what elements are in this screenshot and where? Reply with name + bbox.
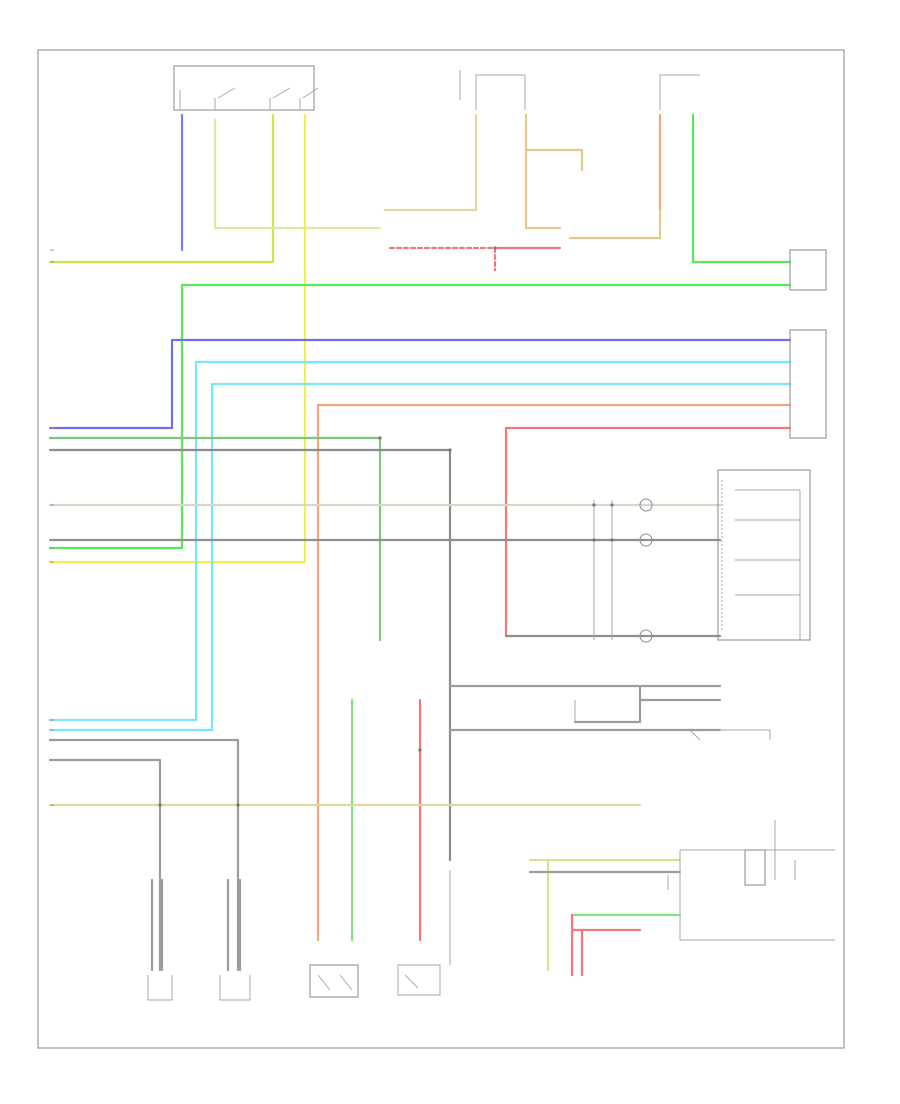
wire-cyan-2: [48, 382, 792, 732]
diagram-frame: [37, 49, 845, 1049]
connector-mid-right: [789, 329, 827, 439]
top-switch-right-assembly: [459, 70, 700, 110]
wire-pale-top: [213, 118, 382, 230]
stop-lamp-area: [574, 700, 771, 741]
wire-tan-right: [524, 113, 584, 230]
wire-grey-turbine: [48, 738, 240, 972]
wire-red-meter: [570, 913, 642, 977]
connector-circle-1: [639, 498, 653, 512]
front-wheel-sensor: [147, 878, 173, 1001]
wire-red-right: [504, 426, 792, 638]
wire-pale-green-meter: [528, 858, 682, 972]
connector-top-right: [789, 249, 827, 291]
wire-green-top-right: [691, 113, 792, 264]
cruise-control-switch: [593, 469, 811, 643]
wire-grey-lower-right: [448, 684, 722, 724]
wire-green-long: [48, 283, 792, 550]
wire-yellow-green-top: [48, 113, 275, 264]
wire-orange-long: [316, 403, 792, 942]
combination-meter: [667, 820, 835, 941]
counter-shaft-sensor: [397, 870, 451, 996]
wire-tan-upper: [383, 113, 478, 212]
top-switch-assembly: [173, 65, 319, 111]
connector-circle-3: [639, 629, 653, 643]
wire-grey-front: [48, 758, 162, 972]
wire-runs: [48, 113, 792, 977]
left-bus-ticks: [50, 249, 54, 806]
turbine-speed-sensor: [219, 878, 251, 1001]
wire-tan-top-right: [568, 208, 662, 240]
neutral-switch: [309, 964, 359, 998]
wire-grey-mid: [48, 448, 452, 862]
connector-circle-2: [639, 533, 653, 547]
right-connectors: [789, 249, 827, 439]
wire-yellow-long: [48, 113, 307, 564]
wire-red-dashed: [388, 246, 497, 272]
wire-blue-lower: [48, 338, 792, 430]
junction-dots: [158, 246, 614, 807]
